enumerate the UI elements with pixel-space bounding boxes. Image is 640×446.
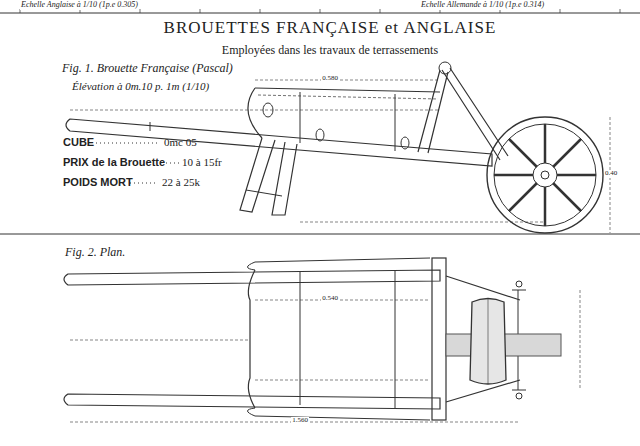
scale-note: Echelle Anglaise à 1/10 (1p.e 0.305) bbox=[20, 1, 139, 10]
table-value: 10 à 15fr bbox=[182, 156, 222, 168]
table-key: CUBE bbox=[63, 136, 94, 148]
dimension: 1.560 bbox=[291, 417, 309, 425]
table-value: 22 à 25k bbox=[162, 176, 200, 188]
subtitle: Employées dans les travaux de terrasseme… bbox=[222, 44, 438, 57]
table-key: PRIX de la Brouette bbox=[63, 156, 165, 168]
figure-title: Fig. 1. Brouette Française (Pascal) bbox=[62, 62, 233, 75]
table-value: 0mc 05 bbox=[164, 136, 197, 148]
dimension: 0.540 bbox=[321, 295, 339, 303]
dimension: 0.40 bbox=[604, 170, 618, 178]
table-key: POIDS MORT bbox=[63, 176, 133, 188]
title: BROUETTES FRANÇAISE et ANGLAISE bbox=[164, 19, 497, 38]
figure-scale: Élévation à 0m.10 p. 1m (1/10) bbox=[72, 80, 209, 92]
figure-title: Fig. 2. Plan. bbox=[65, 246, 125, 259]
scale-note: Echelle Allemande à 1/10 (1p.e 0.314) bbox=[420, 1, 545, 10]
dimension: 0.580 bbox=[321, 75, 339, 83]
